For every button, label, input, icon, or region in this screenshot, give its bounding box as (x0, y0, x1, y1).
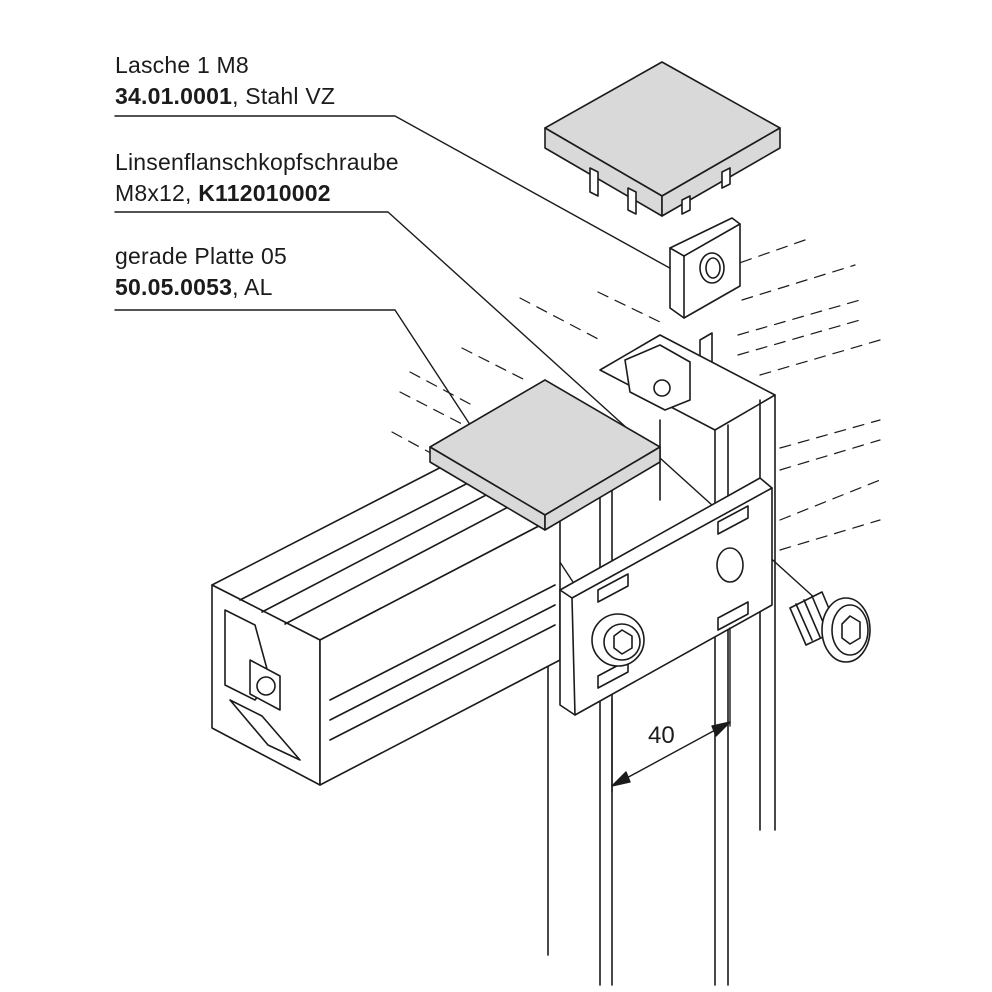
screw-head (831, 604, 869, 656)
hex-socket-icon (841, 615, 861, 645)
callout-lasche-spec: 34.01.0001, Stahl VZ (115, 81, 335, 112)
profile-slot-line (329, 584, 556, 701)
leader-line-schraube (114, 211, 829, 611)
end-cap-right-side (661, 127, 781, 217)
end-cap-top-face (544, 61, 781, 197)
profile-slot-line (329, 604, 556, 721)
dimension-label: 40 (648, 722, 675, 749)
screw-thread-line (803, 599, 821, 638)
dimension-arrow-left-icon (611, 771, 631, 787)
callout-schraube-spec: M8x12, K112010002 (115, 178, 399, 209)
callout-platte-part-number: 50.05.0053 (115, 274, 233, 300)
plate-screw-head-inner (603, 623, 641, 661)
screw-thread-line (795, 603, 813, 641)
plate-slot (597, 573, 629, 603)
callout-schraube-size: M8x12, (115, 180, 199, 206)
lasche-thread-hole (699, 252, 725, 284)
vertical-profile-core (653, 379, 671, 397)
profile-slot-line (284, 504, 513, 625)
leader-line-lasche (114, 115, 696, 283)
connector-plate-face (559, 477, 773, 716)
callout-platte: gerade Platte 05 50.05.0053, AL (115, 241, 287, 303)
end-cap-lug (589, 167, 599, 197)
end-cap-lug (627, 187, 637, 215)
hex-socket-icon (613, 629, 633, 655)
profile-cross-section-core (249, 659, 281, 711)
plate-right-side (544, 446, 661, 531)
plate-slot (717, 505, 749, 535)
lasche-thread-hole-inner (705, 257, 721, 279)
callout-schraube-name: Linsenflanschkopfschraube (115, 149, 399, 175)
lasche-nut (669, 217, 741, 319)
lasche-front-face (669, 217, 741, 319)
dimension-line (611, 721, 731, 787)
plate-hole (716, 547, 744, 583)
plate-on-profile (429, 379, 661, 531)
vertical-profile (547, 334, 776, 986)
end-cap-lug (721, 167, 731, 189)
profile-slot-line (239, 481, 471, 601)
end-cap-lug (681, 195, 691, 215)
callout-platte-material: , AL (232, 274, 273, 300)
connector-plate (559, 477, 773, 716)
callout-lasche: Lasche 1 M8 34.01.0001, Stahl VZ (115, 50, 335, 112)
profile-slot-line (261, 492, 491, 613)
profile-cross-section-lower (229, 699, 301, 761)
dashed-construction-lines (391, 239, 881, 551)
plate-slot (717, 601, 749, 631)
flange-screw (789, 591, 871, 663)
profile-core-hole (256, 676, 276, 696)
callout-schraube-part-number: K112010002 (198, 180, 331, 206)
callout-lasche-material: , Stahl VZ (232, 83, 336, 109)
vertical-profile-slot (624, 344, 691, 411)
dimension-40 (611, 627, 731, 793)
connector-plate-edge (571, 597, 576, 716)
horizontal-profile (211, 459, 561, 786)
end-cap (544, 61, 781, 217)
dimension-arrow-right-icon (711, 721, 731, 737)
callout-platte-spec: 50.05.0053, AL (115, 272, 287, 303)
plate-screw-head (591, 613, 645, 667)
profile-slot-line (329, 624, 556, 741)
callout-lasche-part-number: 34.01.0001 (115, 83, 233, 109)
callout-platte-name: gerade Platte 05 (115, 243, 287, 269)
callout-schraube: Linsenflanschkopfschraube M8x12, K112010… (115, 147, 399, 209)
callout-lasche-name: Lasche 1 M8 (115, 52, 249, 78)
screw-flange (821, 597, 871, 663)
